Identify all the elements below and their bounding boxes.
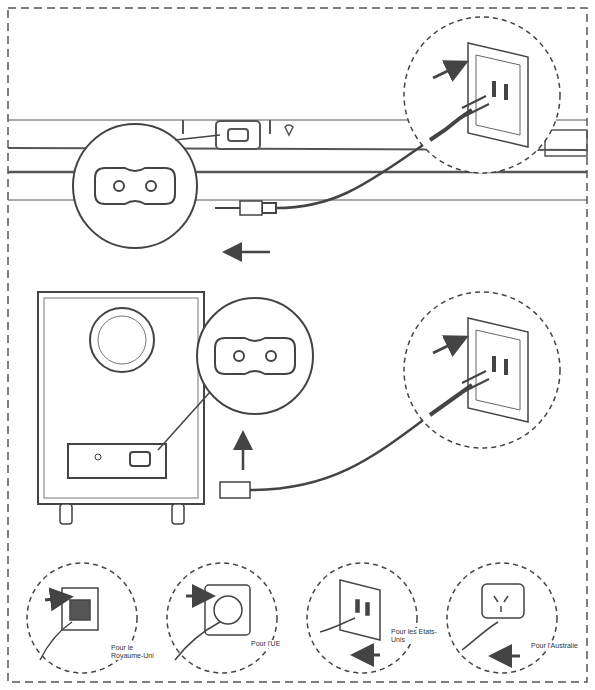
- plug-region-label: Pour le Royaume-Uni: [110, 644, 164, 660]
- plug-region-label: Pour l'UE: [250, 640, 281, 648]
- plug-region-label: Pour l'Australie: [530, 642, 579, 650]
- plug-region-label: Pour les Etats-Unis: [390, 628, 444, 644]
